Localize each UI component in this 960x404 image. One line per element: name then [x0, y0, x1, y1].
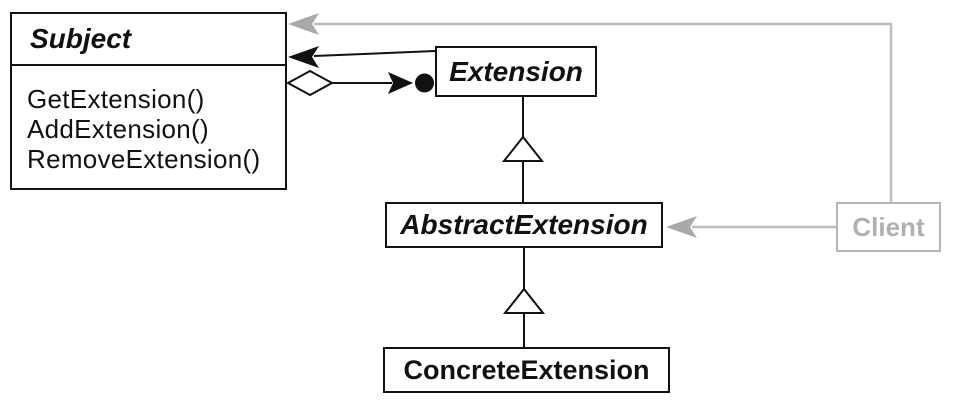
- gray-arrowhead-at-abstract-extension-icon: [666, 216, 697, 238]
- class-name-extension: Extension: [449, 55, 583, 87]
- method-add-extension: AddExtension(): [27, 114, 209, 144]
- class-box-abstract-extension: AbstractExtension: [385, 202, 663, 248]
- class-box-extension: Extension: [435, 46, 597, 97]
- black-arrowhead-at-extension-icon: [388, 72, 413, 94]
- class-name-client: Client: [852, 211, 925, 242]
- gray-arrowhead-at-subject-icon: [288, 13, 319, 35]
- class-name-abstract-extension: AbstractExtension: [400, 209, 648, 240]
- class-box-subject: Subject GetExtension() AddExtension() Re…: [10, 12, 287, 190]
- class-box-concrete-extension: ConcreteExtension: [383, 347, 670, 393]
- method-remove-extension: RemoveExtension(): [27, 144, 261, 174]
- class-box-client: Client: [836, 202, 941, 252]
- filled-circle-terminator-icon: [415, 73, 434, 93]
- extension-to-subject-line: [313, 50, 436, 57]
- class-name-concrete-extension: ConcreteExtension: [403, 354, 650, 385]
- client-to-subject-line: [314, 22, 893, 203]
- generalization-triangle-upper-icon: [501, 135, 545, 162]
- subject-methods-compartment: GetExtension() AddExtension() RemoveExte…: [12, 66, 285, 174]
- generalization-triangle-lower-icon: [502, 287, 546, 314]
- black-arrowhead-at-subject-icon: [288, 46, 319, 68]
- aggregation-diamond-icon: [285, 69, 335, 97]
- class-name-subject: Subject: [12, 14, 285, 66]
- method-get-extension: GetExtension(): [27, 84, 205, 114]
